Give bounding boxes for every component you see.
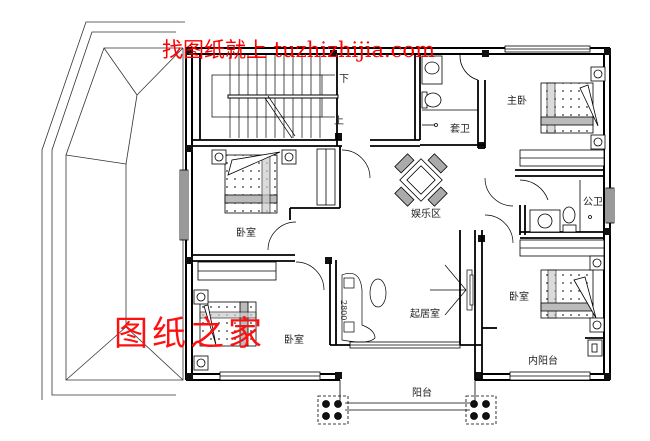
public-bath-fixtures	[519, 179, 592, 233]
room-label-ensuite-bath: 套卫	[450, 124, 470, 135]
room-label-inner-balcony: 内阳台	[528, 356, 558, 367]
watermark-bottom: 图纸之家	[114, 314, 266, 354]
master-bath-fixtures	[421, 54, 479, 127]
room-label-public-bath: 公卫	[583, 197, 603, 208]
room-label-entertainment: 娱乐区	[411, 209, 441, 220]
watermark-top: 找图纸就上 tuzhizhijia.com	[162, 38, 435, 62]
windows	[179, 45, 615, 381]
room-label-balcony: 阳台	[412, 388, 432, 399]
roof-outline	[41, 21, 185, 400]
stair-up-label: 上	[334, 116, 344, 127]
structural-columns	[186, 48, 611, 380]
staircase	[211, 55, 339, 139]
living-room-sofa	[341, 264, 474, 343]
stair-down-label: 下	[339, 74, 349, 85]
room-label-bedroom-nw: 卧室	[236, 228, 256, 239]
game-table	[394, 153, 448, 207]
room-label-master-bedroom: 主卧	[507, 96, 527, 107]
wardrobes	[197, 148, 605, 281]
room-label-bedroom-sw: 卧室	[284, 335, 304, 346]
sofa-dimension: 2800	[339, 300, 348, 321]
room-label-living-room: 起居室	[410, 309, 440, 320]
door-swings	[267, 149, 514, 291]
room-label-bedroom-se: 卧室	[509, 292, 529, 303]
beds	[193, 66, 606, 371]
front-balcony	[317, 380, 497, 425]
washing-machine	[587, 339, 603, 357]
